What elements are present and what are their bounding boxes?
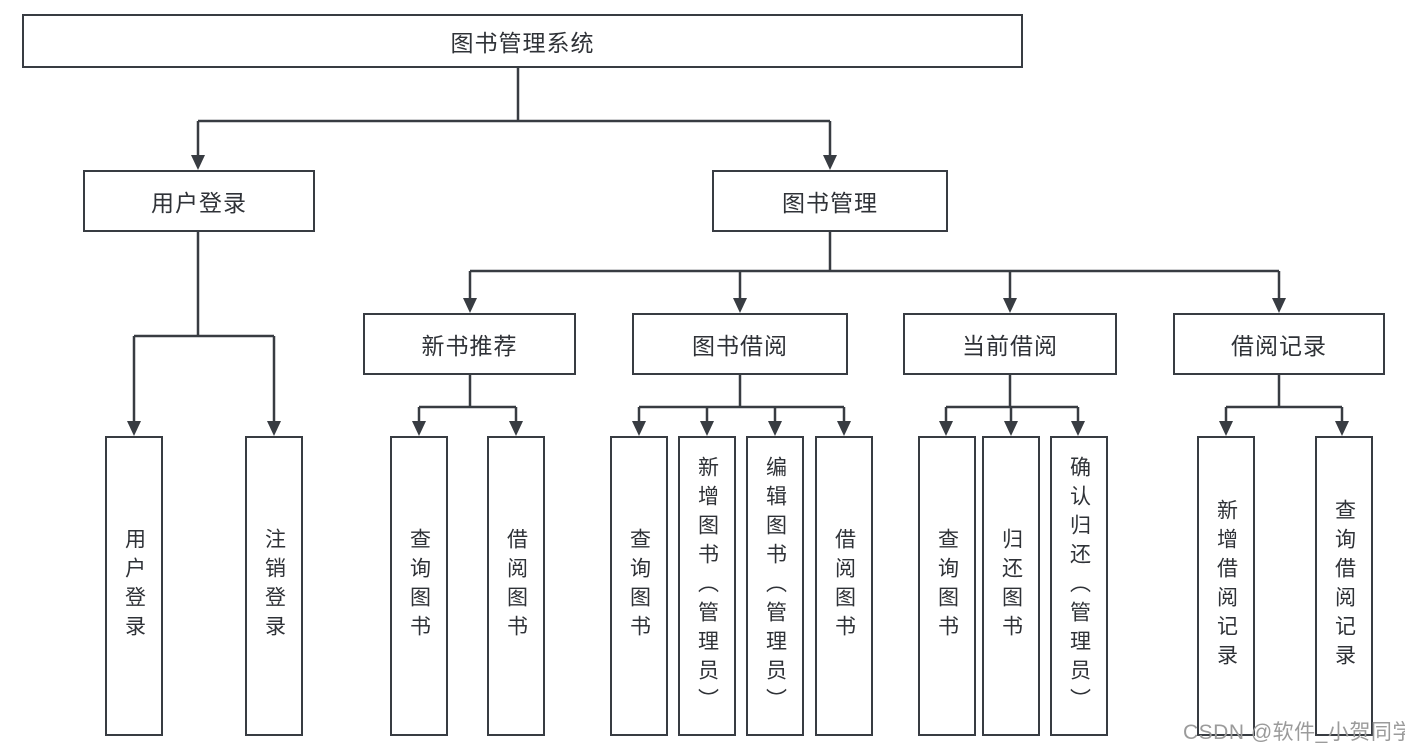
- leaf-query-book-borrowing: 查询图书: [610, 436, 668, 736]
- node-label: 新书推荐: [421, 333, 518, 359]
- node-label: 归还图书: [999, 528, 1023, 644]
- node-label: 查询借阅记录: [1332, 499, 1356, 673]
- node-label: 借阅记录: [1231, 333, 1327, 359]
- node-label: 当前借阅: [962, 333, 1058, 359]
- node-current-borrowing: 当前借阅: [903, 313, 1117, 375]
- node-book-management: 图书管理: [712, 170, 948, 232]
- node-label: 编辑图书（管理员）: [763, 455, 787, 717]
- leaf-confirm-return-admin: 确认归还（管理员）: [1050, 436, 1108, 736]
- arrow-down-icons: [127, 155, 1349, 436]
- tree-edges: [132, 68, 1344, 424]
- node-label: 查询图书: [407, 528, 431, 644]
- leaf-query-book-current: 查询图书: [918, 436, 976, 736]
- node-label: 图书管理: [782, 190, 878, 216]
- leaf-query-borrow-record: 查询借阅记录: [1315, 436, 1373, 736]
- node-label: 借阅图书: [504, 528, 528, 644]
- leaf-add-borrow-record: 新增借阅记录: [1197, 436, 1255, 736]
- node-label: 图书管理系统: [450, 30, 595, 56]
- leaf-borrow-book-borrowing: 借阅图书: [815, 436, 873, 736]
- leaf-edit-book-admin: 编辑图书（管理员）: [746, 436, 804, 736]
- node-user-login-group: 用户登录: [83, 170, 315, 232]
- csdn-watermark: CSDN @软件_小贺同学: [1183, 721, 1405, 744]
- node-label: 查询图书: [627, 528, 651, 644]
- node-label: 新增借阅记录: [1214, 499, 1238, 673]
- node-label: 注销登录: [262, 528, 286, 644]
- node-label: 用户登录: [151, 190, 247, 216]
- node-label: 图书借阅: [692, 333, 788, 359]
- node-label: 查询图书: [935, 528, 959, 644]
- node-label: 借阅图书: [832, 528, 856, 644]
- node-book-management-system: 图书管理系统: [22, 14, 1023, 68]
- leaf-logout: 注销登录: [245, 436, 303, 736]
- leaf-query-book-recommend: 查询图书: [390, 436, 448, 736]
- leaf-return-book: 归还图书: [982, 436, 1040, 736]
- leaf-borrow-book-recommend: 借阅图书: [487, 436, 545, 736]
- node-book-borrowing: 图书借阅: [632, 313, 848, 375]
- node-label: 用户登录: [122, 528, 146, 644]
- leaf-add-book-admin: 新增图书（管理员）: [678, 436, 736, 736]
- node-new-book-recommend: 新书推荐: [363, 313, 576, 375]
- leaf-user-login: 用户登录: [105, 436, 163, 736]
- node-label: 确认归还（管理员）: [1067, 455, 1091, 717]
- node-label: 新增图书（管理员）: [695, 455, 719, 717]
- node-borrowing-records: 借阅记录: [1173, 313, 1385, 375]
